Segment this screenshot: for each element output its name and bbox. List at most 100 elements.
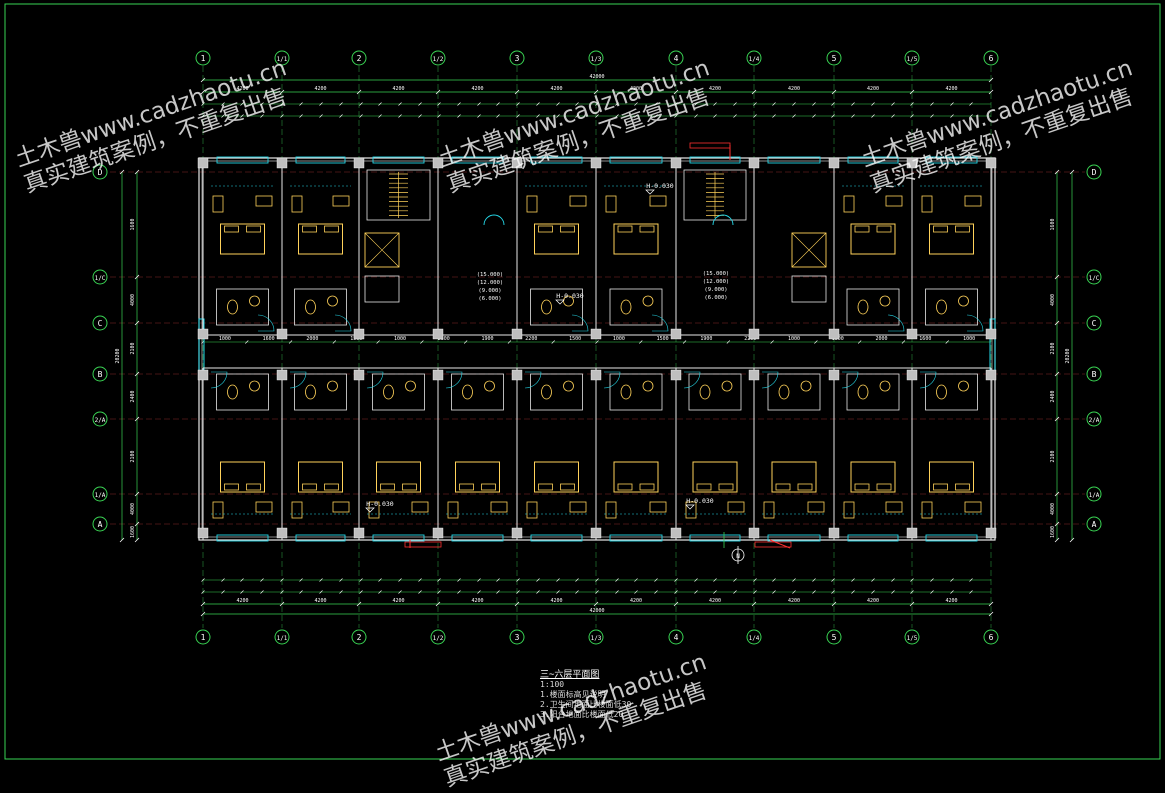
dim-fine-top-2-tick-4: [280, 114, 284, 118]
dim-bays-top-label-0: 4200: [236, 86, 248, 92]
dim-right-vertical-tick-0: [1054, 169, 1060, 175]
axis-bottom-6-circle: [668, 629, 684, 645]
dim-fine-top-2-tick-14: [477, 114, 481, 118]
desk-s1: [332, 501, 350, 513]
pillow-b-n2: [560, 225, 575, 233]
dim-fine-bottom-2-tick-23: [654, 590, 658, 594]
dim-fine-top-1-tick-16: [516, 102, 520, 106]
dim-corridor-label-11: 1900: [700, 336, 712, 342]
bed-s5: [613, 461, 659, 493]
axis-right-6-circle: [1086, 516, 1102, 532]
pillow-a-n2: [538, 225, 553, 233]
column-8-0: [828, 157, 840, 169]
dim-bays-top-tick-4: [514, 89, 520, 95]
dim-fine-top-1-tick-33: [851, 102, 855, 106]
bathroom-s8: [846, 373, 900, 411]
axis-top-7-label: 1/4: [749, 56, 760, 63]
drawing-title: 三~六层平面图: [540, 670, 600, 680]
dim-corridor-label-4: 1000: [394, 336, 406, 342]
axis-bottom-5-circle: [588, 629, 604, 645]
dim-fine-top-1-tick-1: [221, 102, 225, 106]
axis-left-4-circle: [92, 411, 108, 427]
column-5-0: [590, 157, 602, 169]
toilet-s1: [305, 384, 316, 400]
pillow-b-s4: [560, 483, 575, 491]
chair-n4: [843, 195, 855, 213]
dim-right-vertical-tick-6: [1054, 521, 1060, 527]
dim-fine-bottom-1-tick-26: [713, 578, 717, 582]
dim-fine-bottom-1-tick-17: [536, 578, 540, 582]
dim-fine-top-2-tick-2: [240, 114, 244, 118]
dim-fine-bottom-2-tick-26: [713, 590, 717, 594]
dim-fine-top-2-tick-0: [201, 114, 205, 118]
dim-corridor-tick-8: [551, 340, 555, 344]
dim-bays-top-label-8: 4200: [867, 86, 879, 92]
axis-bottom-9-label: 1/5: [907, 635, 918, 642]
window-top-9: [925, 156, 978, 164]
door-swing-s7: [761, 371, 779, 389]
dim-fine-bottom-1-tick-4: [280, 578, 284, 582]
bed-s7: [771, 461, 817, 493]
dim-fine-top-1-tick-22: [634, 102, 638, 106]
basin-s9: [958, 380, 969, 392]
column-3-0: [432, 157, 444, 169]
dim-bays-top-label-4: 4200: [550, 86, 562, 92]
pillow-b-s2: [402, 483, 417, 491]
dim-fine-bottom-1-tick-36: [910, 578, 914, 582]
entry-door-1: [712, 214, 734, 226]
dim-right-vertical-label-4: 2100: [1050, 450, 1056, 462]
dim-fine-top-2-tick-23: [654, 114, 658, 118]
dim-left-total-tick-1: [119, 537, 125, 543]
dim-fine-top-2-tick-28: [753, 114, 757, 118]
door-swing-n0: [257, 314, 275, 332]
window-top-0: [216, 156, 269, 164]
axis-bottom-1-label: 1/1: [277, 635, 288, 642]
pillow-b-s3: [481, 483, 496, 491]
dim-fine-top-2-tick-36: [910, 114, 914, 118]
dim-left-vertical-tick-1: [134, 274, 140, 280]
dim-overall-top-label-0: 42000: [589, 74, 604, 80]
window-top-2: [372, 156, 425, 164]
chair-n3: [605, 195, 617, 213]
dim-fine-bottom-1-tick-30: [792, 578, 796, 582]
dim-fine-bottom-1-tick-10: [398, 578, 402, 582]
axis-left-4-label: 2/A: [95, 417, 106, 424]
note-2: 2.卫生间地面比楼面低30: [540, 700, 632, 709]
bed-s6: [692, 461, 738, 493]
dim-fine-bottom-1-tick-22: [634, 578, 638, 582]
dim-right-vertical-label-5: 4000: [1050, 503, 1056, 515]
dim-left-vertical-tick-3: [134, 371, 140, 377]
pillow-b-s0: [246, 483, 261, 491]
dim-bays-bottom-tick-6: [673, 601, 679, 607]
dim-fine-bottom-1-tick-39: [969, 578, 973, 582]
dim-right-vertical-label-3: 2400: [1050, 390, 1056, 402]
dim-fine-top-2-tick-33: [851, 114, 855, 118]
pillow-a-s2: [380, 483, 395, 491]
window-bottom-0: [216, 534, 269, 542]
dim-bays-top-label-7: 4200: [788, 86, 800, 92]
axis-top-6-label: 4: [674, 54, 679, 63]
toilet-s0: [227, 384, 238, 400]
bed-n3: [613, 223, 659, 255]
dim-fine-top-2-tick-9: [378, 114, 382, 118]
dim-right-total-tick-1: [1069, 537, 1075, 543]
dim-fine-bottom-1-tick-28: [753, 578, 757, 582]
dim-fine-top-2-tick-15: [496, 114, 500, 118]
dim-fine-bottom-1-tick-14: [477, 578, 481, 582]
axis-right-0-circle: [1086, 164, 1102, 180]
dim-fine-bottom-2-tick-25: [694, 590, 698, 594]
toilet-s7: [778, 384, 790, 400]
column-10-3: [985, 527, 997, 539]
dim-left-vertical-label-5: 4000: [130, 503, 136, 515]
axis-left-0-label: D: [98, 168, 103, 177]
column-5-2: [590, 369, 602, 381]
dim-fine-top-2-tick-5: [299, 114, 303, 118]
dim-bays-bottom-tick-8: [831, 601, 837, 607]
dim-fine-bottom-2-tick-31: [812, 590, 816, 594]
axis-top-0-circle: [195, 50, 211, 66]
dim-bays-top-tick-9: [909, 89, 915, 95]
dim-corridor-tick-4: [376, 340, 380, 344]
dim-fine-top-1-tick-38: [950, 102, 954, 106]
column-9-1: [906, 328, 918, 340]
dim-fine-top-1-tick-0: [201, 102, 205, 106]
